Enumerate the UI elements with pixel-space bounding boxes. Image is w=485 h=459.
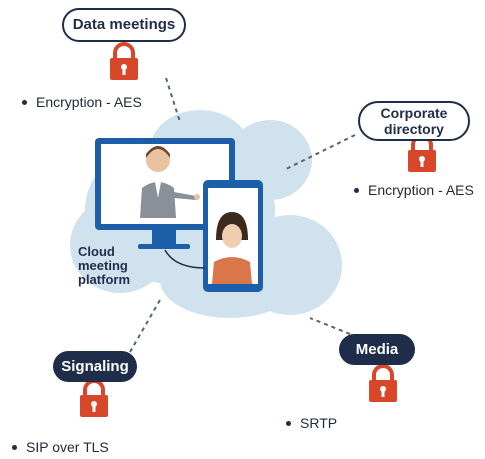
connector-lines xyxy=(129,77,356,353)
corporate-directory-protection-text: Encryption - AES xyxy=(368,182,474,198)
padlock-icon xyxy=(369,364,397,402)
padlock-icon xyxy=(110,42,138,80)
signaling-protection: SIP over TLS xyxy=(12,439,109,455)
signaling-label: Signaling xyxy=(53,351,137,382)
bullet-dot xyxy=(354,187,359,193)
connector-signaling xyxy=(129,299,161,353)
signaling-protection-text: SIP over TLS xyxy=(26,439,109,455)
connector-corporate-directory xyxy=(283,134,356,171)
corporate-directory-protection: Encryption - AES xyxy=(354,182,474,198)
bullet-dot xyxy=(12,444,17,450)
device-cable xyxy=(164,249,206,269)
connector-media xyxy=(309,317,351,335)
platform-label-line2: meeting xyxy=(78,258,128,273)
media-protection: SRTP xyxy=(286,415,337,431)
tablet-icon xyxy=(203,180,263,292)
media-protection-text: SRTP xyxy=(300,415,338,431)
padlock-icon xyxy=(80,379,108,417)
data-meetings-label: Data meetings xyxy=(62,8,186,42)
data-meetings-protection: Encryption - AES xyxy=(22,94,142,110)
platform-label-line1: Cloud xyxy=(78,244,115,259)
bullet-dot xyxy=(286,420,291,426)
platform-label: Cloud meeting platform xyxy=(78,245,130,287)
corporate-directory-label: Corporate directory xyxy=(358,101,470,141)
platform-label-line3: platform xyxy=(78,272,130,287)
media-label: Media xyxy=(339,334,415,365)
bullet-dot xyxy=(22,99,27,105)
data-meetings-protection-text: Encryption - AES xyxy=(36,94,142,110)
padlock-icon xyxy=(408,134,436,172)
desktop-monitor-icon xyxy=(95,138,235,249)
